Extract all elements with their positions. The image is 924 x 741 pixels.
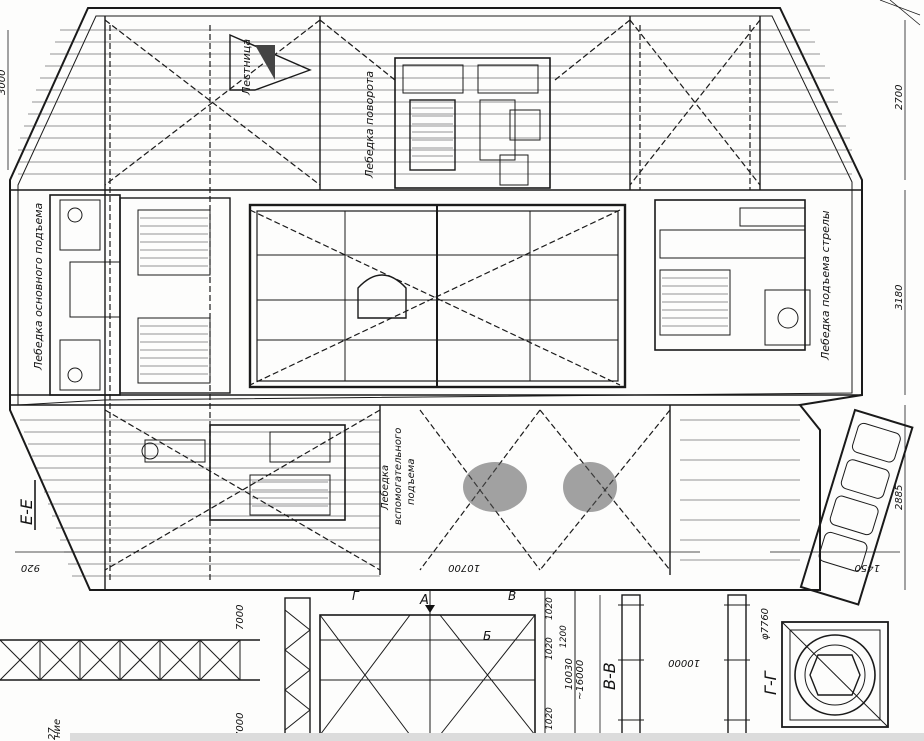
- label-slewing-winch: Лебедка поворота: [363, 71, 376, 179]
- label-section-gg: Г-Г: [761, 670, 780, 695]
- dim-1020-c: 1020: [545, 707, 555, 730]
- floor-planks-top: [18, 29, 852, 175]
- scroll-strip: [70, 733, 924, 741]
- label-section-vv: В-В: [600, 662, 619, 690]
- label-aux-winch-1: Лебедка: [379, 465, 391, 511]
- dim-3180: 3180: [894, 285, 905, 310]
- platform-inner-outline: [17, 15, 853, 406]
- label-aux-winch-3: подъема: [406, 459, 417, 505]
- aux-hoist-winch: [141, 424, 346, 521]
- dim-10000: 10000: [668, 657, 700, 668]
- dim-7000-a: 7000: [235, 605, 246, 630]
- label-main-hoist-winch: Лебедка основного подъема: [32, 202, 45, 371]
- label-section-ee: Е-Е: [17, 498, 36, 525]
- main-frame: [10, 16, 862, 590]
- label-27: 27: [47, 727, 58, 740]
- dim-1020-b: 1020: [545, 637, 555, 660]
- dim-10700: 10700: [448, 562, 480, 573]
- label-boom-hoist-winch: Лебедка подъема стрелы: [819, 210, 832, 361]
- lattice-boom: [0, 639, 260, 681]
- tower-section: [284, 590, 576, 739]
- boom-hoist-winch: [654, 199, 811, 351]
- counterweight-panel: [799, 408, 914, 606]
- label-ladder: Лестница: [240, 39, 253, 96]
- label-arrow-a: А: [419, 593, 429, 608]
- ladder: [229, 33, 312, 91]
- dim-10030: 10030: [564, 658, 575, 690]
- central-frame: [248, 203, 627, 389]
- dim-2700: 2700: [894, 85, 905, 110]
- dim-920: 920: [21, 562, 40, 573]
- slewing-winch: [394, 57, 551, 189]
- dim-1450: 1450: [855, 562, 880, 573]
- dim-phi-7760: φ7760: [760, 608, 771, 640]
- label-aux-winch-2: вспомогательного: [393, 428, 404, 525]
- dim-16000: ~16000: [575, 660, 586, 700]
- label-arrow-g: Г: [352, 589, 360, 603]
- dimension-lines: [7, 0, 921, 590]
- center-hatch: [357, 274, 407, 319]
- section-gg-drawing: [781, 621, 889, 728]
- label-arrow-v: В: [508, 589, 516, 603]
- dim-3000: 3000: [0, 70, 8, 95]
- dim-7000-b: 7000: [235, 713, 246, 738]
- label-arrow-b: Б: [483, 629, 491, 643]
- dim-1200: 1200: [559, 625, 569, 648]
- main-hoist-winch: [49, 194, 231, 396]
- section-markers: [34, 480, 435, 613]
- dim-2885: 2885: [894, 485, 905, 510]
- label-nie: ние: [52, 719, 63, 738]
- platform-outline: [9, 7, 863, 591]
- mesh-spots: [463, 462, 617, 512]
- dim-1020-a: 1020: [545, 597, 555, 620]
